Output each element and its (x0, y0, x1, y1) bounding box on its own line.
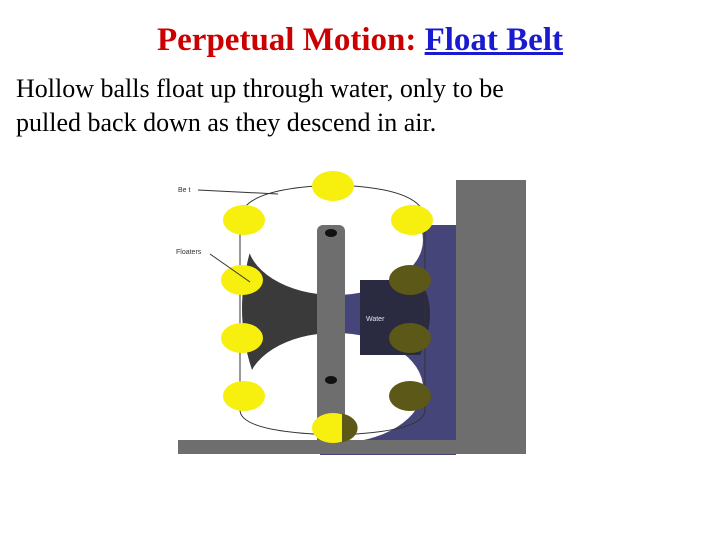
slide-title: Perpetual Motion: Float Belt (0, 22, 720, 59)
body-line-2: pulled back down as they descend in air. (16, 108, 437, 137)
floater-air-right-top (391, 205, 433, 235)
body-line-1: Hollow balls float up through water, onl… (16, 74, 504, 103)
float-belt-link[interactable]: Float Belt (424, 22, 563, 58)
lower-axle (325, 376, 337, 384)
floaters-leader (209, 253, 251, 283)
right-wall (456, 180, 526, 454)
slide-body: Hollow balls float up through water, onl… (16, 72, 706, 140)
floater-water-1 (389, 265, 431, 295)
base-plate (178, 440, 456, 454)
diagram-svg: Be t Floaters Water (176, 171, 526, 455)
floater-air-top (312, 171, 354, 201)
floater-air-left-1 (223, 205, 265, 235)
floater-water-3 (389, 381, 431, 411)
floater-air-left-2 (221, 265, 263, 295)
floater-water-2 (389, 323, 431, 353)
upper-axle (325, 229, 337, 237)
floater-air-left-3 (221, 323, 263, 353)
label-belt: Be t (178, 187, 191, 194)
title-prefix: Perpetual Motion: (157, 22, 417, 58)
label-water: Water (366, 316, 385, 323)
belt (239, 184, 426, 436)
belt-leader (197, 189, 279, 195)
floater-air-left-4 (223, 381, 265, 411)
float-belt-diagram: Be t Floaters Water (170, 170, 540, 460)
label-floaters: Floaters (176, 249, 202, 256)
support-post (317, 225, 345, 450)
floater-bottom-water-half (342, 413, 358, 443)
